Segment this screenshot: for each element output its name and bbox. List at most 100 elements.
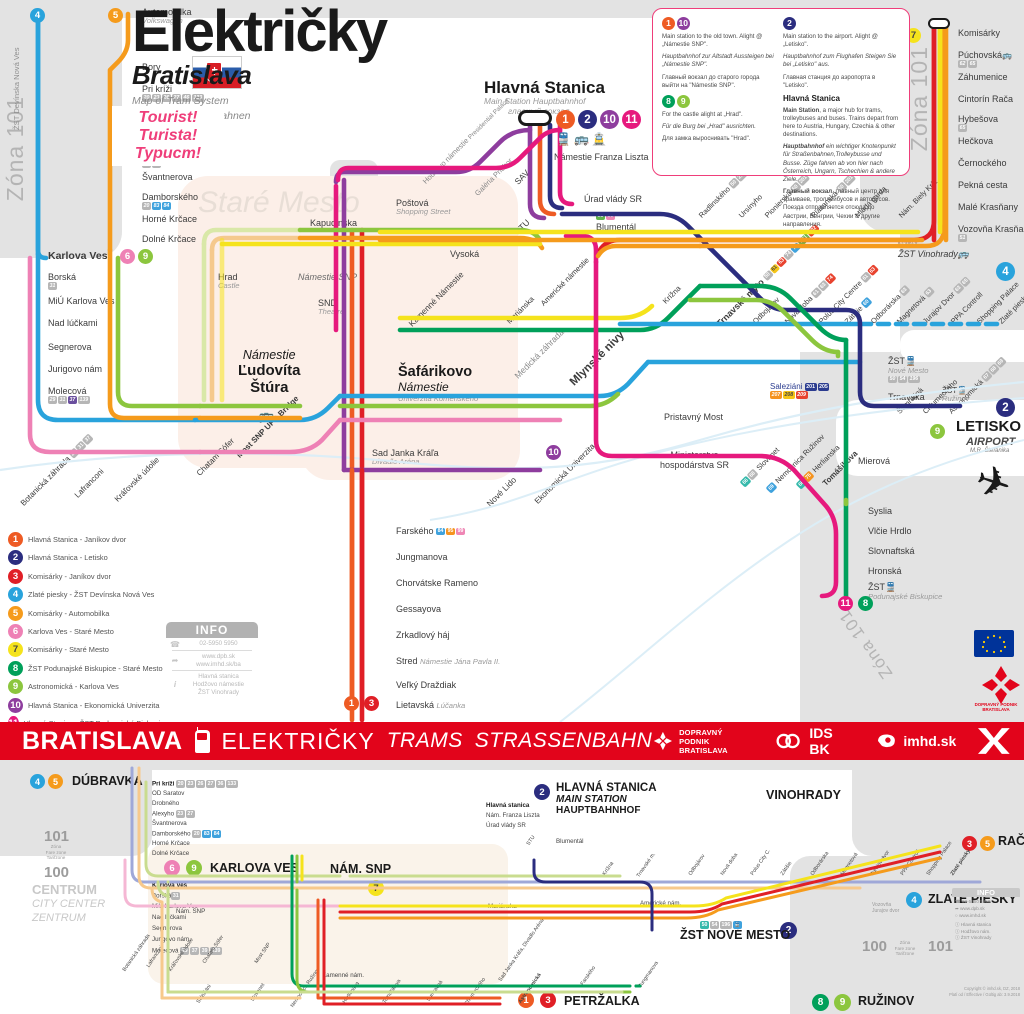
sch-zone-label-right: Zóna Fare zone Tarifzone [886,940,924,957]
line-bullet-1-hlavna: 1 [556,110,575,129]
namestie-ludovita-stura: Námestie Ľudovíta Štúra [238,348,301,396]
line-bullet-8: 8 [662,94,675,108]
cursor-icon-sch: ➦ [955,905,959,911]
station-cernockeho: Černockého [958,158,1007,168]
vozovna-buses: 51 [958,234,967,242]
legend-item-11[interactable]: 11Hlavná Stanica - ŽST Podunajské Biskup… [8,715,168,722]
legend-item-1[interactable]: 1 Hlavná Stanica - Janíkov dvor [8,532,168,547]
phone-icon-sch: ☎ [955,899,961,904]
sch-stn-franza-liszta: Nám. Franza Liszta [486,812,540,819]
sch-info-web2-row[interactable]: ○ www.imhd.sk [955,913,1017,920]
phone-icon: ☎ [170,639,180,649]
sch-info-web2[interactable]: www.imhd.sk [959,912,986,918]
station-pri-krizi-name: Pri kríži [142,84,172,94]
sch-place-karlova-ves: KARLOVA VES [210,861,299,875]
line-bullet-5-automobilka: 5 [108,8,123,23]
station-syslia: Syslia [868,506,893,516]
banner-titles: BRATISLAVA ELEKTRIČKY TRAMS STRASSENBAHN [0,726,652,756]
tourist-body-de-rest: ein wichtiger Knotenpunkt für Straßenbah… [783,143,896,183]
sch-bullet-2-hlavna: 2 [534,784,550,800]
station-snd: SND Theatre [318,298,344,317]
sch-bullet-4-zlate: 4 [906,892,922,908]
legend-label-10: Hlavná Stanica - Ekonomická Univerzita [28,700,160,710]
sch-bullet-6: 6 [164,860,180,876]
sch-pri-krizi-name: Pri kríži [152,780,175,788]
sch-stn-od-saratov: OD Saratov [152,790,185,797]
tourist-body-en-rest: , a major hub for trams, trolleybuses an… [783,106,899,139]
sch-place-nam-snp: NÁM. SNP [330,862,392,876]
tourist-badge-sk: Turista! [138,126,198,144]
legend-item-7[interactable]: 7 Komisárky - Staré Mesto [8,642,168,658]
legend-label-1: Hlavná Stanica - Janíkov dvor [28,535,127,544]
sch-place-dubravka: DÚBRAVKA [72,774,143,788]
station-chorvatske-rameno: Chorvátske Rameno [396,578,479,588]
sch-molecova-name: Molecová [152,947,179,955]
legend-bullet-5: 5 [8,605,23,621]
sch-info-point2: Hodžovo nám. [960,928,991,934]
station-kapucinska: Kapucínska [310,218,358,228]
info-point-2: Hodžovo námestie [192,680,245,688]
station-molecova-name: Molecová [48,386,87,396]
slovakia-flag-icon [192,56,242,89]
tourist-left-lines: 1 10 [662,17,778,30]
info-web-row[interactable]: ➦ www.dpb.sk www.imhd.sk/ba [166,651,258,670]
tourist-col-left: 1 10 Main station to the old town. Aligh… [662,17,778,147]
sch-copyright: Copyright © imhd.sk, DZ, 2018 Platí od /… [944,986,1020,997]
info-web2[interactable]: www.imhd.sk/ba [196,660,241,668]
sch-info-web1[interactable]: www.dpb.sk [960,905,985,911]
information-icon: i [173,680,177,690]
tourist-left-ru: Главный вокзал до старого города выйти н… [662,73,760,89]
station-zst-podunajske: ŽST🚆 Podunajské Biskupice [868,582,942,602]
letisko-label: LETISKO [956,418,1022,435]
logo-imhd[interactable]: imhd.sk [876,732,956,750]
station-blumental-name: Blumentál [596,221,637,232]
podunajske-sub: Podunajské Biskupice [868,592,943,601]
tourist-left-en-2: For the castle alight at „Hrad". [662,110,743,118]
tourist-heading: Hlavná Stanica [783,93,840,103]
sch-info-web1-row[interactable]: ➦ www.dpb.sk [955,906,1017,913]
station-nad-luckami: Nad lúčkami [48,318,98,328]
station-slovnaftska: Slovnaftská [868,546,915,556]
legend-label-7: Komisárky - Staré Mesto [28,645,109,655]
legend-label-5: Komisárky - Automobilka [28,608,110,618]
tourist-right-de: Hauptbahnhof zum Flughafen Steigen Sie b… [783,53,897,69]
tram-icon-banner [194,726,210,753]
legend-bullet-7: 7 [8,642,23,658]
sch-bullet-2-nm: 2 [780,922,797,939]
logo-idsbk-text: IDS BK [809,725,833,757]
hlavna-transport-icons: 🚆🚌🚊 [556,132,610,146]
imhd-mark-icon [878,734,896,748]
station-namestie-snp: Námestie SNP [298,272,358,282]
legend-item-5[interactable]: 5 Komisárky - Automobilka [8,605,168,621]
sch-centrum-area [148,844,508,984]
line-bullet-1-janikov: 1 [344,696,359,711]
station-borska-buses: 31 [48,282,57,290]
legend-bullet-1: 1 [8,532,23,547]
info-web1[interactable]: www.dpb.sk [201,652,235,660]
komisarky-terminus [928,18,950,29]
legend-label-2: Hlavná Stanica - Letisko [28,553,108,563]
bus-icon: 🚌 [573,132,592,146]
podunajske-name: ŽST [868,582,885,592]
bus-icon-vinohrady: 🚌 [957,248,970,259]
sch-borska-name: Borská [152,892,172,900]
tourist-body-en: Main Station, a major hub for trams, tro… [783,107,899,140]
logo-idsbk[interactable]: IDS BK [775,725,857,757]
globe-icon-sch: ○ [955,912,958,918]
station-pekna-cesta: Pekná cesta [958,180,1008,190]
sch-place-hlavna: HLAVNÁ STANICA [556,782,657,794]
main-map: Električky Bratislava Map of Tram System… [0,0,1024,722]
line-bullet-9: 9 [676,94,690,108]
